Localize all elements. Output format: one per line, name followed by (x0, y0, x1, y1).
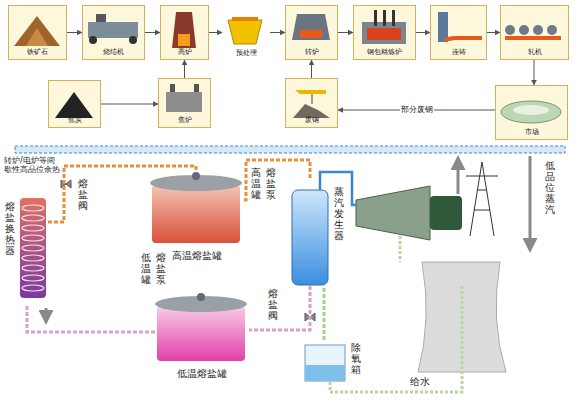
deaerator (305, 345, 345, 381)
flow-arrow (311, 60, 312, 78)
process-box: 焦炭 (48, 80, 101, 128)
node-label: 低温熔盐罐 (155, 368, 249, 379)
process-box: 高炉 (160, 5, 209, 60)
annotation-label: 高温罐 (251, 167, 261, 200)
process-box: 转炉 (285, 5, 338, 60)
annotation-label: 低温罐 (141, 252, 151, 285)
molten-salt-heat-exchanger (20, 198, 46, 298)
equipment-box: 除氧箱 (305, 340, 363, 382)
node-label: 焦炭 (49, 117, 100, 125)
node-label: 轧机 (501, 49, 568, 57)
steam-main (15, 146, 565, 153)
process-box: 废钢 (285, 78, 338, 128)
node-label: 废钢 (286, 117, 337, 125)
annotation-label: 转炉/电炉等间歇性高品位余热 (4, 157, 62, 175)
node-label: 连铸 (431, 49, 486, 57)
process-icons (14, 10, 561, 123)
flow-arrow (184, 60, 185, 78)
process-box: 市场 (495, 85, 568, 140)
pipe-connector (48, 166, 196, 222)
node-label: 预处理 (222, 50, 270, 58)
node-label: 烧结机 (83, 49, 144, 57)
flow-arrow (209, 32, 222, 33)
process-box: 铁矿石 (8, 5, 67, 60)
high-temp-tank (150, 172, 242, 243)
node-label: 蒸汽发生器 (334, 186, 344, 241)
process-box: 连铸 (430, 5, 487, 60)
node-label: 市场 (496, 129, 567, 137)
annotation-label: 熔盐阀 (78, 178, 88, 211)
pipe-connector (244, 160, 310, 200)
process-box: 钢包精炼炉 (353, 5, 416, 60)
edge-label: 部分废钢 (400, 106, 434, 115)
node-label: 高炉 (161, 49, 208, 57)
annotation-label: 熔盐阀 (268, 288, 278, 321)
node-label: 钢包精炼炉 (354, 49, 415, 57)
equipment-box: 蒸汽发生器 (290, 178, 348, 286)
flow-arrow (270, 32, 285, 33)
node-label: 焦炉 (159, 117, 210, 125)
node-label: 转炉 (286, 49, 337, 57)
process-box: 轧机 (500, 5, 569, 60)
flow-arrow (534, 60, 535, 85)
process-box: 焦炉 (158, 78, 211, 128)
flow-arrow (416, 32, 430, 33)
annotation-label: 低品位蒸汽 (545, 160, 555, 215)
pipe-connector (323, 286, 326, 340)
node-label: 熔盐换热器 (5, 201, 15, 256)
pipe-connector (27, 305, 155, 332)
node-label: 除氧箱 (351, 342, 361, 375)
flow-arrow (487, 32, 500, 33)
low-temp-tank (155, 293, 247, 361)
steam-generator (292, 190, 328, 285)
annotation-label: 给水 (410, 376, 430, 387)
annotation-label: 熔盐泵 (156, 252, 166, 285)
equipment-box: 熔盐换热器 (4, 195, 48, 305)
flow-arrow (145, 32, 160, 33)
process-box: 烧结机 (82, 5, 145, 60)
pipe-connector (249, 286, 310, 330)
process-box: 预处理 (222, 5, 270, 60)
turbine-generator (356, 162, 498, 240)
node-label: 铁矿石 (9, 49, 66, 57)
flow-arrow (67, 32, 82, 33)
top-box-fills (8, 5, 568, 140)
equipment-box: 低温熔盐罐 (155, 292, 249, 387)
utility-pipes (46, 156, 530, 392)
annotation-label: 熔盐泵 (266, 167, 276, 200)
flow-arrow (338, 32, 353, 33)
flow-arrow (101, 104, 158, 105)
